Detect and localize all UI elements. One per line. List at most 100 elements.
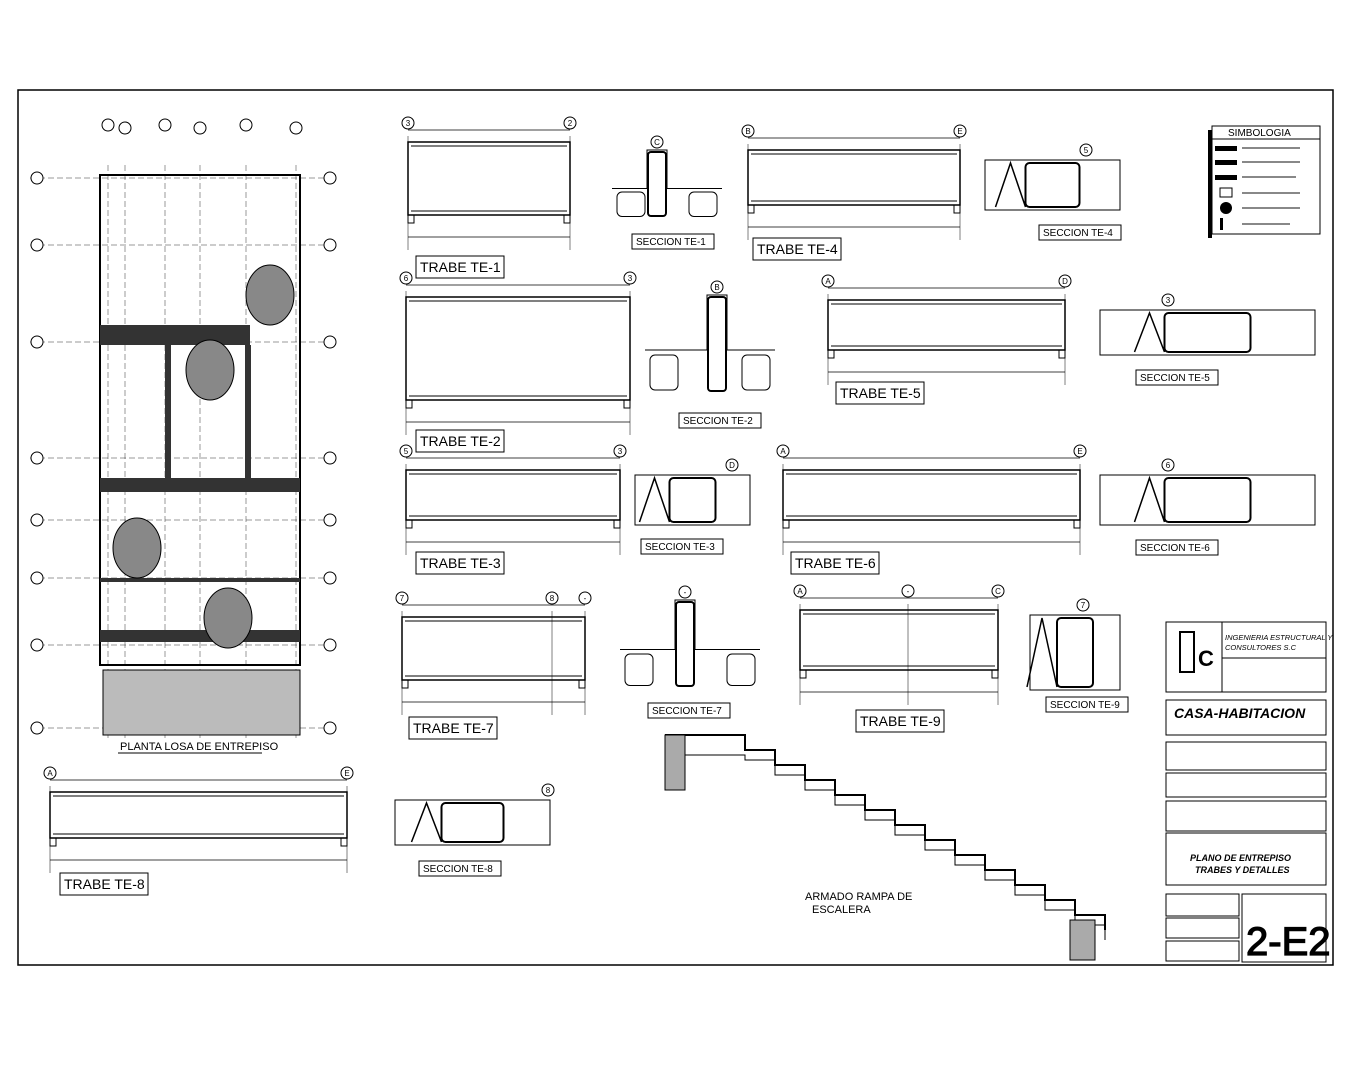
grid-axis-marker bbox=[323, 238, 337, 252]
grid-axis-marker bbox=[30, 513, 44, 527]
beam-label: TRABE TE-1 bbox=[420, 259, 501, 275]
legend-box: SIMBOLOGIA bbox=[1208, 125, 1321, 238]
grid-axis-marker bbox=[623, 271, 637, 285]
grid-axis-marker bbox=[323, 513, 337, 527]
grid-axis-marker bbox=[30, 571, 44, 585]
grid-axis-marker bbox=[1079, 143, 1093, 157]
grid-axis-marker bbox=[545, 591, 559, 605]
grid-axis-label: B bbox=[714, 283, 719, 292]
plan-title: PLANTA LOSA DE ENTREPISO bbox=[120, 741, 279, 753]
section-detail: C SECCION TE-1 bbox=[612, 135, 722, 250]
grid-axis-marker bbox=[991, 584, 1005, 598]
section-detail: - SECCION TE-7 bbox=[620, 585, 760, 719]
grid-axis-marker bbox=[1058, 274, 1072, 288]
grid-axis-marker bbox=[678, 585, 692, 599]
grid-axis-marker bbox=[710, 280, 724, 294]
grid-axis-label: A bbox=[797, 587, 803, 596]
company-name-1: INGENIERIA ESTRUCTURAL Y bbox=[1225, 633, 1333, 642]
section-label: SECCION TE-3 bbox=[645, 542, 715, 553]
legend-title: SIMBOLOGIA bbox=[1228, 128, 1291, 139]
grid-axis-marker bbox=[578, 591, 592, 605]
grid-axis-label: 8 bbox=[550, 594, 555, 603]
grid-axis-label: C bbox=[654, 138, 660, 147]
grid-axis-label: 3 bbox=[618, 447, 623, 456]
grid-axis-marker bbox=[323, 571, 337, 585]
grid-axis-label: 8 bbox=[546, 786, 551, 795]
grid-axis-marker bbox=[30, 638, 44, 652]
grid-axis-marker bbox=[953, 124, 967, 138]
grid-axis-marker bbox=[395, 591, 409, 605]
section-label: SECCION TE-2 bbox=[683, 416, 753, 427]
grid-axis-marker bbox=[1161, 458, 1175, 472]
beam-label: TRABE TE-9 bbox=[860, 713, 941, 729]
grid-axis-marker bbox=[323, 638, 337, 652]
grid-axis-label: C bbox=[995, 587, 1001, 596]
section-label: SECCION TE-8 bbox=[423, 864, 493, 875]
beam-label: TRABE TE-3 bbox=[420, 555, 501, 571]
grid-axis-marker bbox=[30, 335, 44, 349]
beam-label: TRABE TE-8 bbox=[64, 876, 145, 892]
grid-axis-label: 3 bbox=[406, 119, 411, 128]
section-label: SECCION TE-1 bbox=[636, 237, 706, 248]
beam-detail: A - C TRABE TE-9 bbox=[793, 584, 1005, 733]
grid-axis-marker bbox=[776, 444, 790, 458]
title-block: C INGENIERIA ESTRUCTURAL Y CONSULTORES S… bbox=[1165, 621, 1333, 965]
grid-axis-label: - bbox=[584, 594, 587, 603]
grid-axis-marker bbox=[30, 451, 44, 465]
section-label: SECCION TE-7 bbox=[652, 706, 722, 717]
grid-axis-marker bbox=[613, 444, 627, 458]
grid-axis-marker bbox=[101, 118, 115, 132]
grid-axis-label: A bbox=[47, 769, 53, 778]
grid-axis-label: E bbox=[344, 769, 349, 778]
grid-axis-label: D bbox=[1062, 277, 1068, 286]
stair-title-2: ESCALERA bbox=[812, 904, 871, 916]
grid-axis-label: 7 bbox=[1081, 601, 1086, 610]
grid-axis-label: 6 bbox=[1166, 461, 1171, 470]
grid-axis-marker bbox=[541, 783, 555, 797]
grid-axis-marker bbox=[793, 584, 807, 598]
grid-axis-label: 5 bbox=[1084, 146, 1089, 155]
drawing-name-1: PLANO DE ENTREPISO bbox=[1190, 853, 1291, 863]
grid-axis-label: - bbox=[684, 588, 687, 597]
grid-axis-label: 6 bbox=[404, 274, 409, 283]
grid-axis-label: A bbox=[780, 447, 786, 456]
grid-axis-label: E bbox=[957, 127, 962, 136]
beam-label: TRABE TE-5 bbox=[840, 385, 921, 401]
grid-axis-marker bbox=[323, 171, 337, 185]
grid-axis-marker bbox=[725, 458, 739, 472]
grid-axis-label: 3 bbox=[1166, 296, 1171, 305]
grid-axis-marker bbox=[43, 766, 57, 780]
grid-axis-marker bbox=[401, 116, 415, 130]
grid-axis-marker bbox=[158, 118, 172, 132]
grid-axis-label: - bbox=[907, 587, 910, 596]
grid-axis-marker bbox=[30, 238, 44, 252]
grid-axis-label: 2 bbox=[568, 119, 573, 128]
grid-axis-marker bbox=[193, 121, 207, 135]
grid-axis-marker bbox=[901, 584, 915, 598]
drawing-name-2: TRABES Y DETALLES bbox=[1195, 865, 1290, 875]
beam-label: TRABE TE-2 bbox=[420, 433, 501, 449]
svg-text:C: C bbox=[1198, 646, 1214, 671]
grid-axis-marker bbox=[399, 271, 413, 285]
floor-plan bbox=[30, 118, 337, 740]
grid-axis-label: 3 bbox=[628, 274, 633, 283]
stair-title-1: ARMADO RAMPA DE bbox=[805, 891, 912, 903]
section-label: SECCION TE-5 bbox=[1140, 373, 1210, 384]
sheet-number: 2-E2 bbox=[1246, 920, 1331, 964]
section-label: SECCION TE-9 bbox=[1050, 700, 1120, 711]
company-logo: C bbox=[1179, 631, 1214, 673]
project-name: CASA-HABITACION bbox=[1174, 705, 1306, 721]
grid-axis-label: B bbox=[745, 127, 750, 136]
beam-label: TRABE TE-6 bbox=[795, 555, 876, 571]
